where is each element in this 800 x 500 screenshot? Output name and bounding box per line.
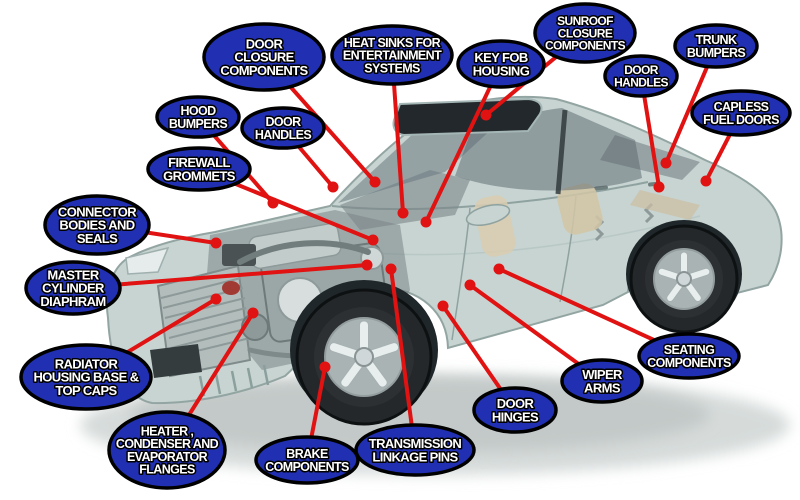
- rear-wheel: [629, 224, 739, 334]
- callout-line-key-fob-housing: [424, 62, 503, 224]
- callout-oval-door-hinges: [472, 386, 558, 434]
- callout-dot-brake-components: [319, 361, 331, 373]
- callout-line-transmission-linkage-pins: [389, 267, 417, 452]
- callout-oval-radiator-housing-base-top-caps: [19, 343, 153, 411]
- callout-oval-door-handles-right: [603, 54, 679, 98]
- callout-dot-heat-sinks-entertainment: [397, 207, 409, 219]
- sunroof: [392, 97, 543, 137]
- callout-dot-sunroof-closure-components: [480, 109, 492, 121]
- callout-dot-radiator-housing-base-top-caps: [210, 293, 222, 305]
- rear-seat: [557, 183, 603, 235]
- side-mirror: [465, 204, 511, 226]
- callout-oval-sunroof-closure-components: [533, 2, 637, 64]
- headlight: [125, 246, 170, 275]
- callout-dot-key-fob-housing: [420, 216, 432, 228]
- callout-dot-door-handles-left: [327, 181, 339, 193]
- callout-oval-seating-components: [637, 332, 741, 380]
- callout-oval-firewall-grommets: [146, 146, 252, 192]
- callout-oval-transmission-linkage-pins: [354, 423, 476, 477]
- callout-dot-door-closure-components: [369, 176, 381, 188]
- bumper-slats: [198, 364, 270, 397]
- callout-oval-hood-bumpers: [155, 95, 241, 139]
- callout-oval-capless-fuel-doors: [690, 89, 792, 137]
- callout-oval-brake-components: [254, 435, 360, 485]
- engine-red-cap: [222, 281, 240, 295]
- dashboard: [340, 170, 470, 230]
- b-pillar: [555, 109, 568, 195]
- car-shadow-dark: [130, 377, 710, 453]
- callout-dot-transmission-linkage-pins: [385, 263, 397, 275]
- callout-dot-firewall-grommets: [367, 234, 379, 246]
- callout-dot-door-hinges: [437, 300, 449, 312]
- callout-oval-wiper-arms: [560, 358, 644, 404]
- intake-hose: [237, 240, 371, 265]
- callout-dot-master-cylinder-diaphram: [361, 259, 373, 271]
- callout-dot-heater-condenser-evaporator-flanges: [247, 307, 259, 319]
- grille-intake: [150, 344, 202, 378]
- callout-oval-door-handles-left: [240, 106, 326, 150]
- callout-dot-hood-bumpers: [267, 197, 279, 209]
- callout-dot-seating-components: [493, 263, 505, 275]
- callout-dot-door-handles-right: [653, 181, 665, 193]
- callout-dot-wiper-arms: [464, 279, 476, 291]
- callout-oval-heat-sinks-entertainment: [330, 24, 454, 86]
- callout-line-master-cylinder-diaphram: [71, 263, 369, 290]
- callout-dot-capless-fuel-doors: [700, 175, 712, 187]
- callout-oval-trunk-bumpers: [673, 23, 759, 69]
- callout-oval-door-closure-components: [202, 22, 326, 92]
- callout-dot-trunk-bumpers: [660, 157, 672, 169]
- callout-oval-heater-condenser-evaporator-flanges: [107, 410, 227, 490]
- callout-oval-key-fob-housing: [456, 39, 546, 89]
- rear-deck: [630, 190, 700, 220]
- callout-dots: [210, 109, 712, 373]
- rear-window: [600, 135, 700, 180]
- callout-oval-master-cylinder-diaphram: [24, 260, 122, 316]
- callout-oval-connector-bodies-and-seals: [43, 194, 151, 256]
- callout-dot-connector-bodies-and-seals: [210, 237, 222, 249]
